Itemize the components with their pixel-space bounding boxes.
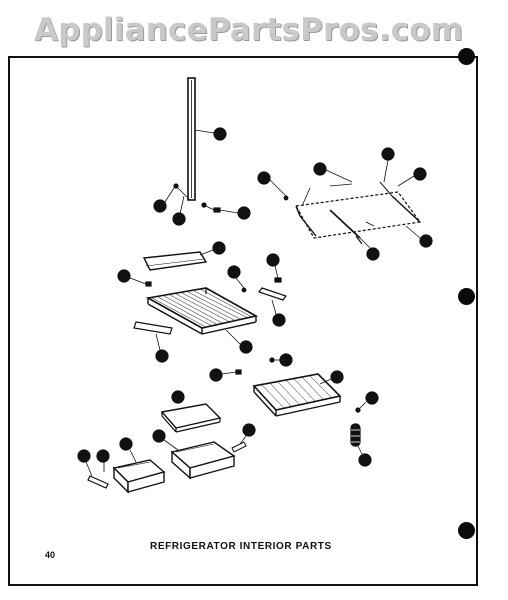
upper-crossmember-assembly (257, 147, 433, 261)
frame-border-right (476, 56, 478, 586)
diagram-caption: REFRIGERATOR INTERIOR PARTS (150, 541, 332, 552)
upper-shelf-assembly (117, 241, 287, 363)
binder-hole-bottom (458, 522, 475, 539)
crisper-assembly (77, 390, 379, 494)
binder-hole-top (458, 48, 475, 65)
watermark-logo: AppliancePartsPros.com (34, 12, 464, 48)
roller-part (350, 423, 361, 447)
page-number: 40 (45, 550, 56, 560)
vertical-trim-rod (153, 77, 251, 226)
frame-border-bottom (8, 584, 478, 586)
binder-hole-middle (458, 288, 475, 305)
frame-border-top (8, 56, 478, 58)
frame-border-left (8, 56, 10, 586)
lower-shelf-assembly (209, 353, 344, 417)
